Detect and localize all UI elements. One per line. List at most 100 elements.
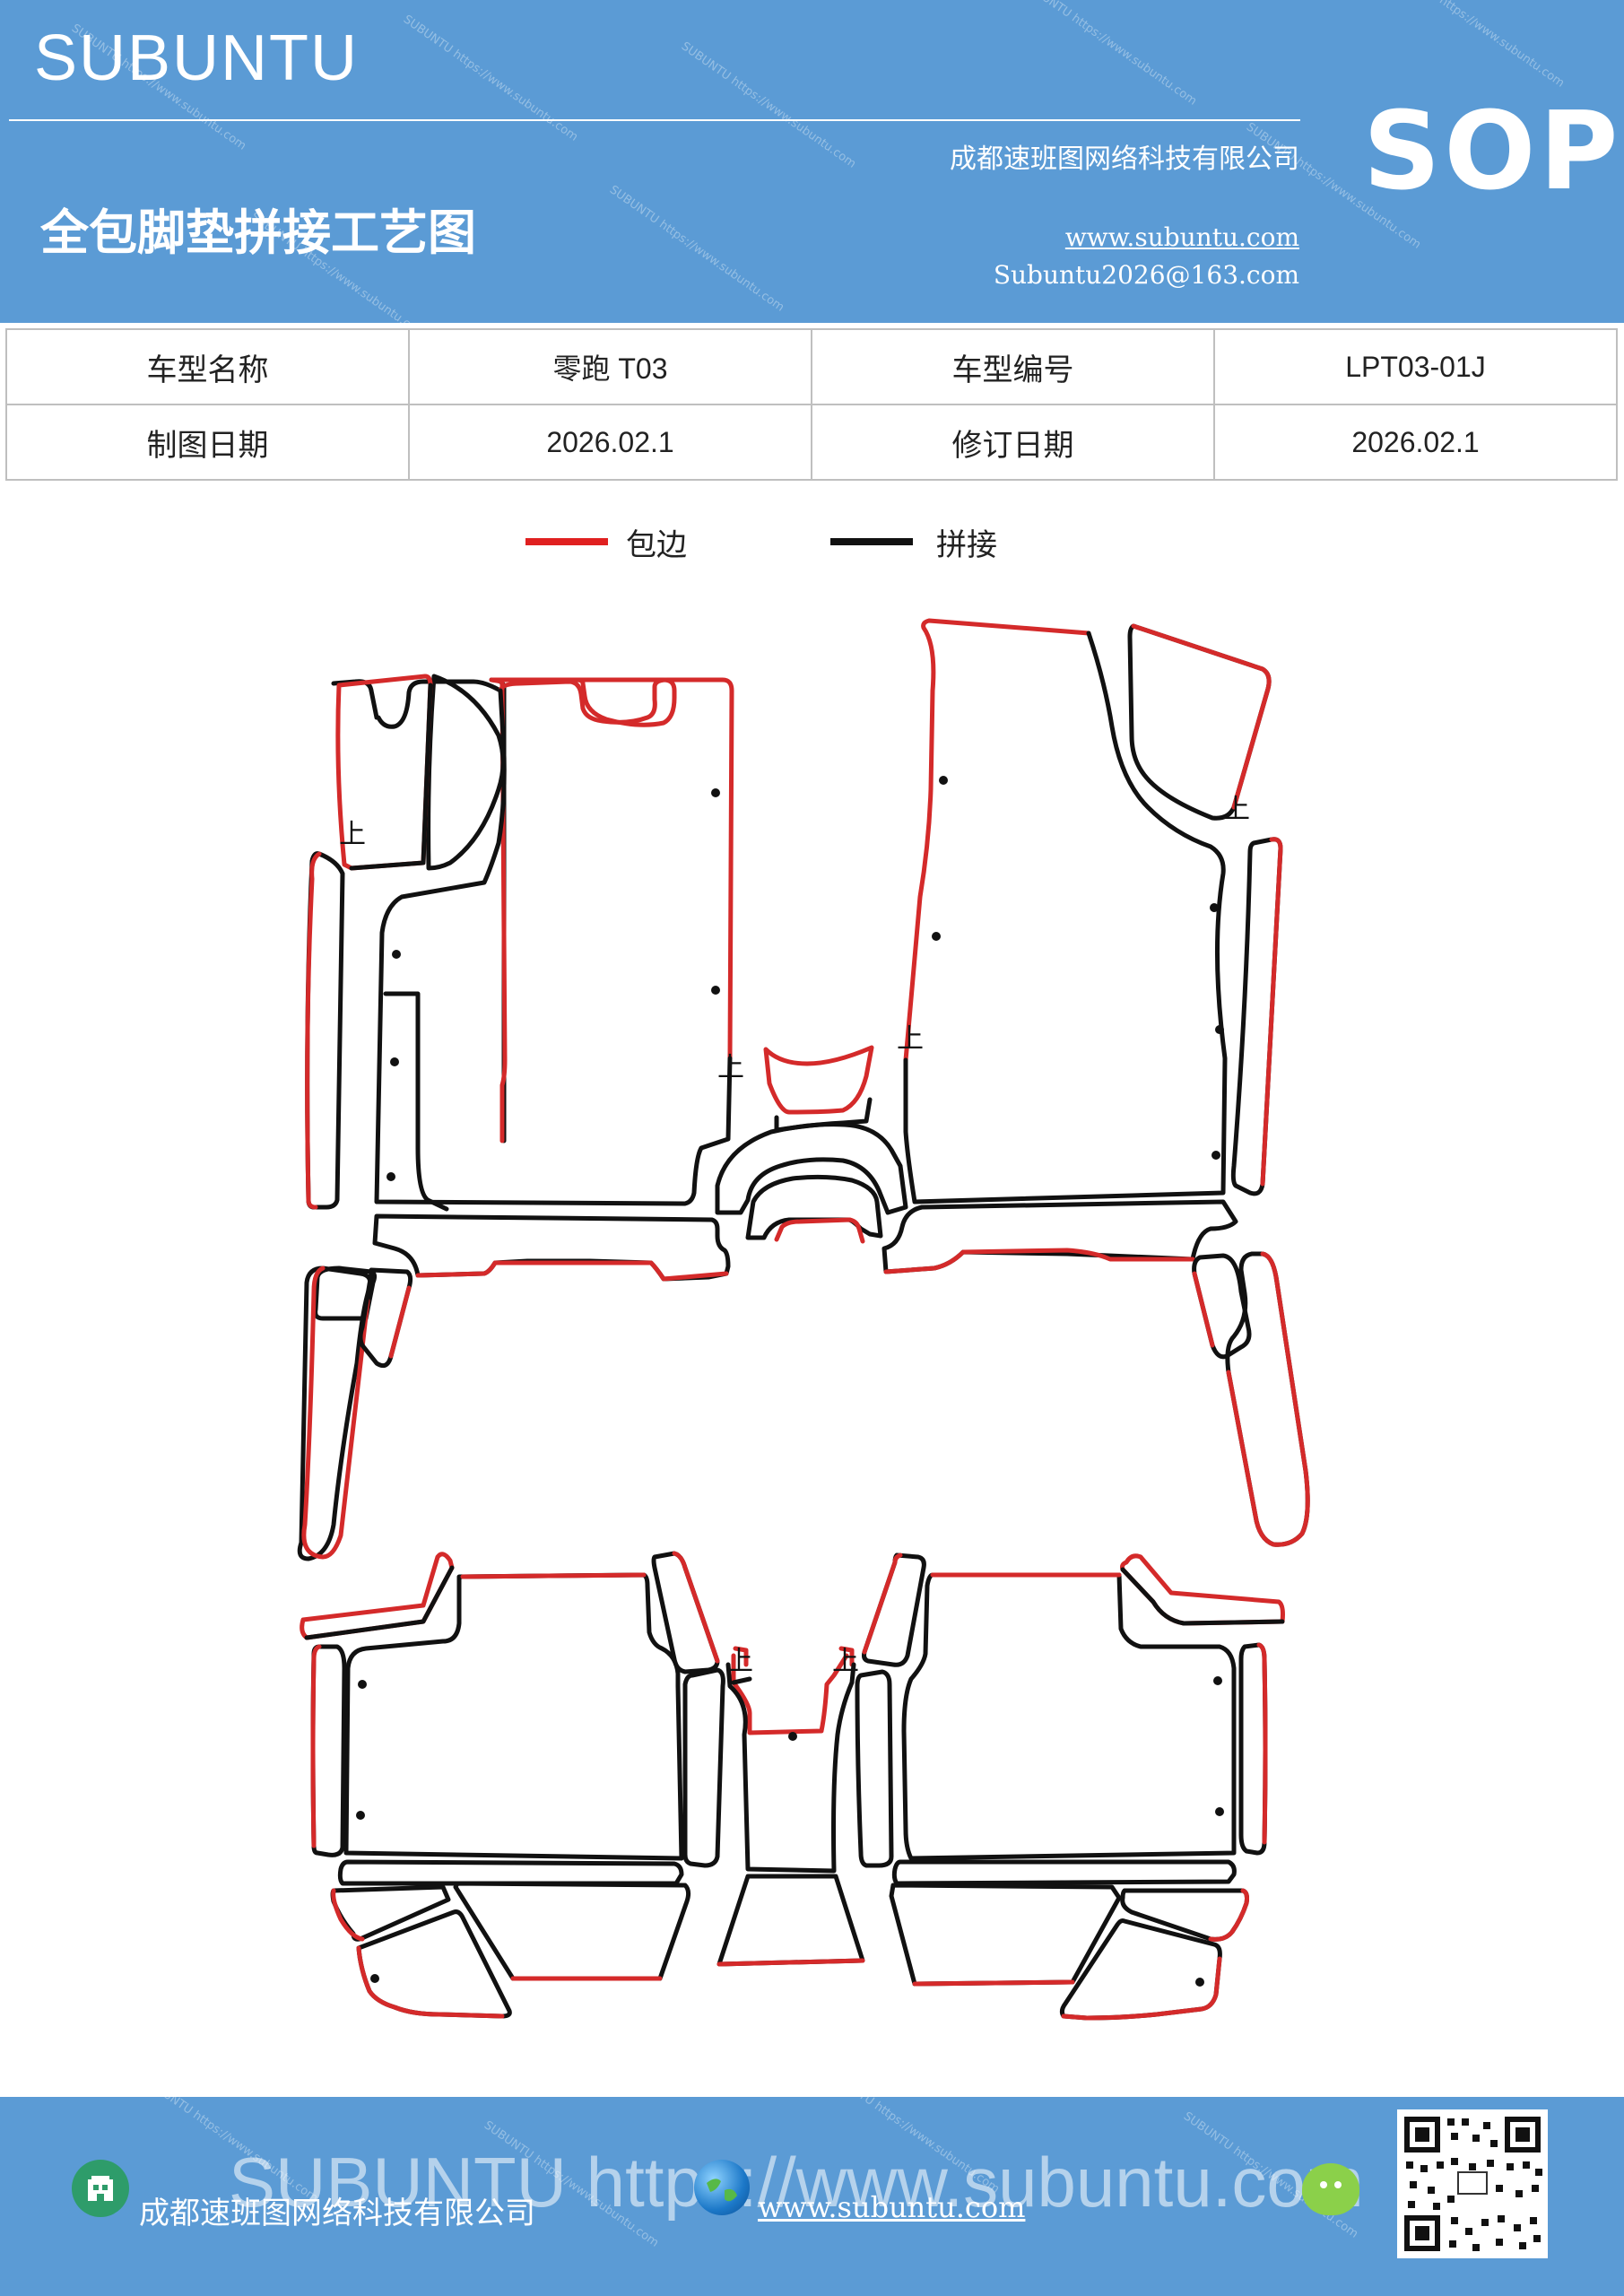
legend-swatch-edge [525,538,608,545]
front-left-bottom-strip [372,1213,731,1282]
rear-right-corner2-edge [1208,1888,1249,1942]
front-left-mat-red-top [498,677,734,1061]
footer-website-link[interactable]: www.subuntu.com [758,2190,1026,2224]
header-company: 成都速班图网络科技有限公司 [950,144,1299,175]
left-mudguard [313,1265,378,1321]
rear-right-floor [889,1883,1122,1987]
table-cell-label: 车型名称 [5,328,410,405]
table-row: 制图日期 2026.02.1 修订日期 2026.02.1 [5,404,1618,481]
front-left-mat-seam [374,688,733,1206]
rear-right-sill [1238,1642,1268,1856]
right-mudguard [1192,1253,1252,1360]
up-marker: 上 [897,1023,924,1055]
rear-left-corner2-edge [331,1888,365,1942]
legend-label-edge: 包边 [626,527,687,563]
front-tunnel-arch-inner [745,1174,883,1240]
front-right-mat-edge [903,618,1091,1063]
front-left-wedge-seam [349,683,433,871]
rear-right-corner-edge [1120,1553,1285,1626]
legend: 包边 拼接 [0,520,1624,574]
front-left-sill-edge [305,851,322,1210]
rear-left-floor [453,1881,691,1981]
up-marker: 上 [726,1646,753,1677]
front-right-wedge-edge [1131,623,1272,810]
front-right-sill-edge [1260,837,1283,1187]
wechat-icon[interactable] [1302,2163,1359,2215]
rear-left-sill [310,1644,347,1857]
globe-icon [694,2160,750,2215]
document-title: 全包脚垫拼接工艺图 [40,204,476,261]
rear-left-tunnel-side [682,1667,725,1868]
rear-right-bottom-strip [891,1859,1237,1886]
front-right-wedge [1127,623,1272,821]
rear-left-bottom-strip [337,1859,684,1886]
rear-right-tri-edge [1061,1956,1222,2021]
rear-left-mat [343,1572,684,1861]
table-cell-value: LPT03-01J [1213,328,1618,405]
vehicle-info-table: 车型名称 零跑 T03 车型编号 LPT03-01J 制图日期 2026.02.… [5,328,1618,481]
table-cell-label: 制图日期 [5,404,410,481]
table-cell-label: 车型编号 [811,328,1215,405]
up-marker: 上 [717,1052,744,1083]
rear-left-corner-seam [304,1565,455,1640]
rear-right-sill-edge [1256,1642,1268,1845]
brand-logo-text: SUBUNTU [34,22,360,94]
rear-left-corner-edge [300,1552,455,1640]
front-left-mat [331,677,507,1212]
rear-right-corner-seam [1120,1567,1285,1626]
header-website-link[interactable]: www.subuntu.com [1064,222,1299,252]
sop-badge: SOP [1363,90,1622,214]
front-tunnel-cap [763,1045,874,1115]
up-marker: 上 [1223,794,1250,825]
rear-tunnel-top-seam [731,1676,752,1685]
up-markers: 上 上 上 上 上 上 [339,794,1250,1677]
building-icon [72,2160,129,2217]
header-divider [9,119,1300,121]
rear-left-wedge-edge [672,1551,720,1664]
up-marker: 上 [339,819,366,850]
front-left-bottom-edge [415,1260,729,1282]
left-inner-strip-edge [388,1285,412,1359]
legend-label-seam: 拼接 [936,527,997,563]
header-banner: SUBUNTU https://www.subuntu.com SUBUNTU … [0,0,1624,323]
footer-banner: SUBUNTU https://www.subuntu.com SUBUNTU … [0,2097,1624,2296]
up-marker: 上 [832,1646,859,1677]
right-mudguard-edge [1192,1271,1215,1348]
table-cell-value: 2026.02.1 [408,404,812,481]
right-long-strip-edge [1226,1251,1310,1547]
front-right-mat-seam [903,631,1228,1205]
table-cell-label: 修订日期 [811,404,1215,481]
front-left-wedge [426,674,506,871]
footer-company: 成都速班图网络科技有限公司 [139,2196,535,2231]
front-right-bottom-edge [883,1248,1195,1274]
rear-tunnel-floor [716,1874,865,1967]
table-cell-value: 零跑 T03 [408,328,812,405]
rear-right-corner2 [1120,1888,1249,1942]
front-left-mat-top-edge [489,677,677,727]
rear-left-sill-edge [310,1644,322,1848]
table-row: 车型名称 零跑 T03 车型编号 LPT03-01J [5,328,1618,405]
front-tunnel-tab [774,1217,865,1244]
rear-right-mat [901,1572,1237,1861]
rear-tunnel-body [725,1662,856,1874]
front-left-mat-edge [499,679,508,1144]
front-left-wedge-edge [335,674,433,871]
front-tunnel-arch-outer [715,1122,908,1215]
footer-large-watermark: SUBUNTU https://www.subuntu.com [229,2143,1364,2222]
rear-right-floor-edge [912,1979,1075,1987]
rear-right-wedge-edge [862,1552,903,1655]
rear-tunnel-floor-edge [716,1958,865,1967]
left-long-strip-edge [301,1265,370,1560]
qr-code[interactable] [1397,2109,1548,2258]
header-email[interactable]: Subuntu2026@163.com [993,260,1299,290]
rear-left-tri-edge [356,1945,505,2019]
rear-tunnel-top-edge [731,1653,849,1735]
rear-tunnel-top-edge2 [733,1646,855,1667]
clip-points [356,776,1224,1987]
table-cell-value: 2026.02.1 [1213,404,1618,481]
left-inner-strip [358,1267,413,1369]
rear-left-mat-edge [460,1572,647,1579]
legend-swatch-seam [830,538,913,545]
rear-right-tunnel-side [855,1669,894,1868]
